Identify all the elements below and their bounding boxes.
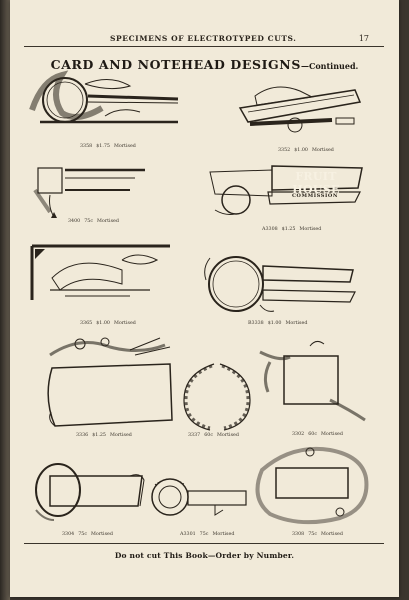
running-title: SPECIMENS OF ELECTROTYPED CUTS.	[110, 34, 297, 43]
order-note: Do not cut This Book—Order by Number.	[114, 551, 295, 560]
cut-3336-artwork	[47, 337, 173, 427]
cut-A3308-artwork	[209, 165, 363, 215]
cut-B3338-artwork	[204, 256, 356, 312]
footer-rule	[24, 543, 384, 544]
cut-3302-artwork	[259, 340, 366, 422]
page-number: 17	[358, 34, 369, 43]
header-rule	[24, 46, 384, 47]
cut-3358-artwork	[29, 70, 179, 124]
page-header: SPECIMENS OF ELECTROTYPED CUTS. 17	[10, 34, 399, 46]
book-spine	[0, 0, 10, 600]
section-heading: CARD AND NOTEHEAD DESIGNS—Continued.	[10, 57, 399, 72]
cut-3304-artwork	[35, 463, 145, 521]
cut-3400-artwork	[33, 167, 145, 218]
section-title: CARD AND NOTEHEAD DESIGNS	[50, 57, 301, 72]
cut-3337-artwork	[183, 363, 251, 431]
cut-3365-artwork	[30, 244, 170, 300]
catalog-page: SPECIMENS OF ELECTROTYPED CUTS. 17 CARD …	[10, 0, 399, 597]
cut-A3301-artwork	[151, 478, 247, 516]
commission-sign-text: COMMISSION	[291, 193, 339, 199]
cut-3308-artwork	[255, 446, 369, 525]
continued-label: —Continued.	[300, 61, 359, 71]
cut-3352-artwork	[238, 86, 362, 133]
fruit-house-sign-text: FRUIT HOUSE	[292, 170, 340, 196]
